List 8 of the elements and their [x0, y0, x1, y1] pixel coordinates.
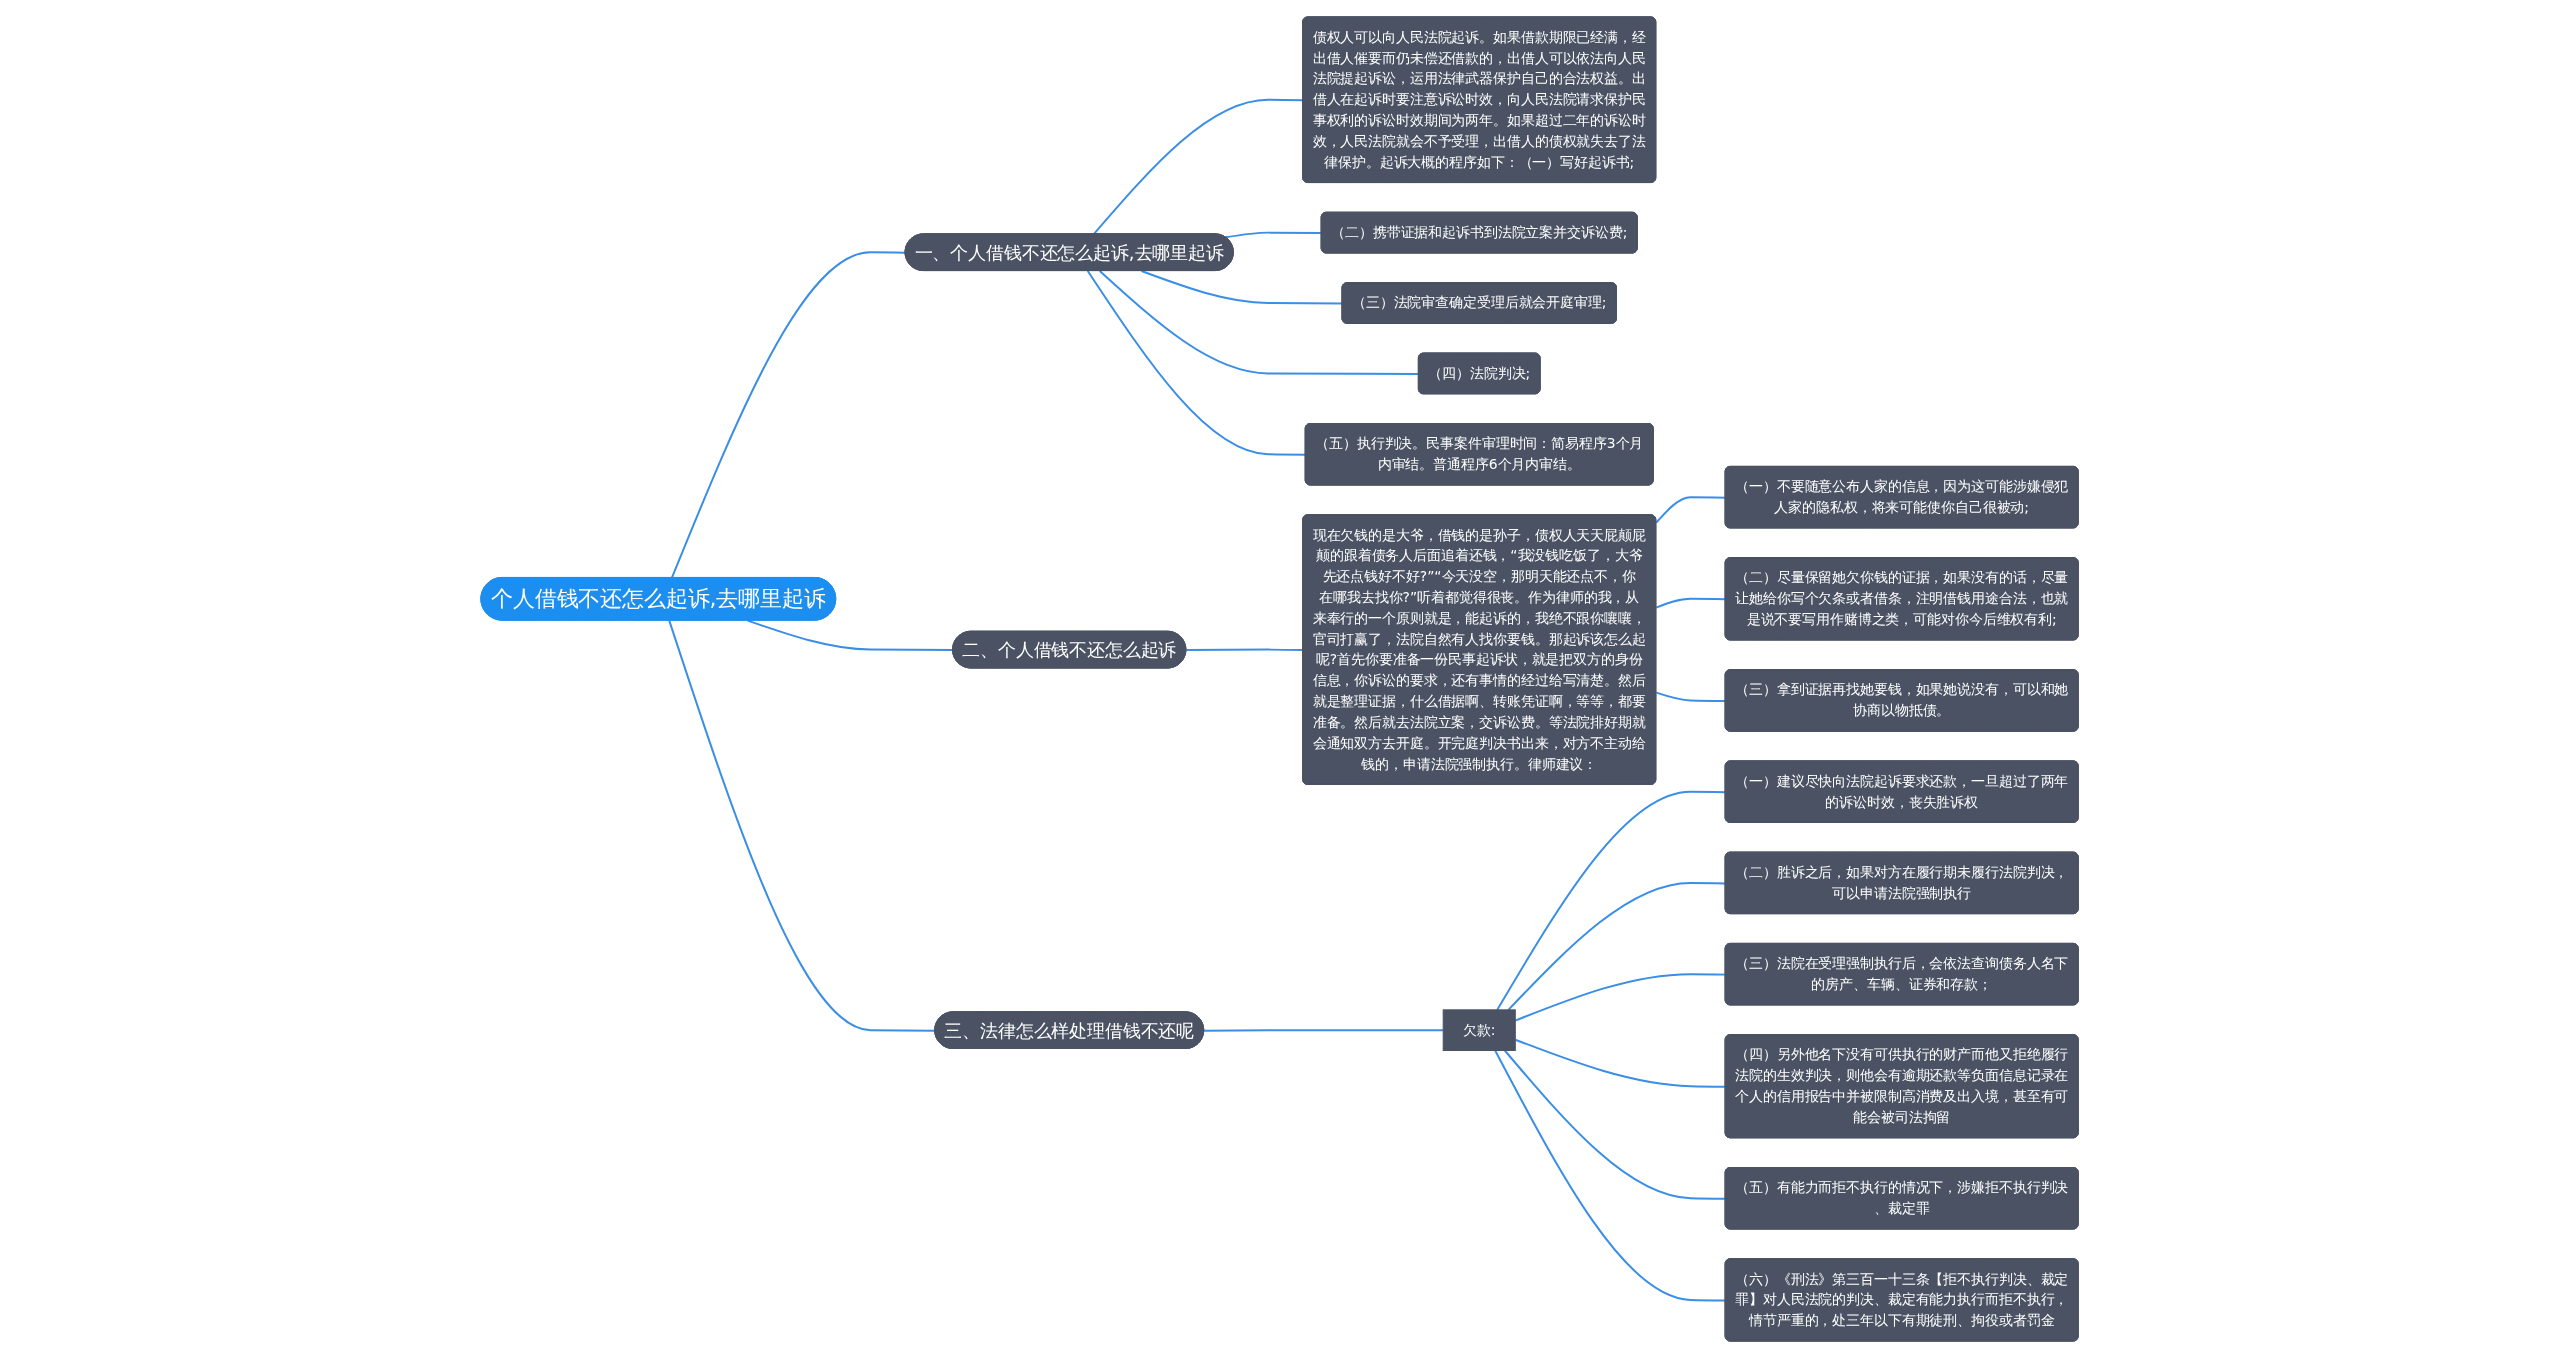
node-box [1443, 1009, 1517, 1051]
connector [668, 619, 937, 1032]
connector [1140, 270, 1344, 305]
mind-map-diagram: 个人借钱不还怎么起诉,去哪里起诉 一、个人借钱不还怎么起诉,去哪里起诉 债权人可以向人民法院起诉。如果借款期限已经满，经出借人催要而仍未偿还借款的，出借人可以依法向人民法院提起诉讼，运用法律武器保护自己的合法权益。出借人在起诉时要注意诉讼时效，向人民法院请求保护民事权利的诉讼时效期间为两年。如果超过二年的诉讼时效，人民法院就会不予受理，出借人的债权就失去了法律保护。起诉大概的程序如下：（一）写好起诉书; （二）携带证据和起诉书到法院立案并交诉讼费; （三）法院审查确定受理后就会开庭审理; （四）法院判决; （五）执行判决。民事案件审理时间：简易程序3个月内审结。普通程序6个月内审结。 二、个人借钱不还怎么起诉 现在欠钱的是大爷，借钱的是孙子，债权人天天屁颠屁颠的跟着债务人后面追着还钱，“我没钱吃饭了，大爷先还点钱好不好?”“今天没空，那明天能还点不，你在哪我去找你?”听着都觉得很丧。作为律师的我，从来奉行的一个原则就是，能起诉的，我绝不跟你嚷嚷，官司打赢了，法院自然有人找你要钱。那起诉该怎么起呢?首先你要准备一份民事起诉状，就是把双方的身份信息，你诉讼的要求，还有事情的经过给写清楚。然后就是整理证据，什么借据啊、转账凭证啊，等等，都要准备。然后就去法院立案，交诉讼费。等法院排好期就会通知双方去开庭。开完庭判决书出来，对方不主动给钱的，申请法院强制执行。律师建议： （一）不要随意公布人家的信息，因为这可能涉嫌侵犯人家的隐私权，将来可能使你自己很被动; （二）尽量保留她欠你钱的证据，如果没有的话，尽量让她给你写个欠条或者借条，注明借钱用途合法，也就是说不要写用作赌博之类，可能对你今后维权有利; （三）拿到证据再找她要钱，如果她说没有，可以和她协商以物抵债。 三、法律怎么样处理借钱不还呢 欠款: （一）建议尽快向法院起诉要求还款，一旦超过了两年的诉讼时效，丧失胜诉权 （二）胜诉之后，如果对方在履行期未履行法院判决，可以申请法院强制执行 （三）法院在受理强制执行后，会依法查询债务人名下的房产、车辆、证券和存款； （四）另外他名下没有可供执行的财产而他又拒绝履行法院的生效判决，则他会有逾期还款等负面信息记录在个人的信用报告中并被限制高消费及出入境，甚至有可能会被司法拘留 （五）有能力而拒不执行的情况下，涉嫌拒不执行判决、裁定罪 （六）《刑法》第三百一十三条【拒不执行判决、裁定罪】对人民法院的判决、裁定有能力执行而拒不执行，情节严重的，处三年以下有期徒刑、拘役或者罚金 [473, 9, 2087, 1349]
connector [1203, 1029, 1445, 1032]
connector [747, 619, 955, 652]
connector [1185, 648, 1305, 652]
connector [671, 251, 907, 579]
